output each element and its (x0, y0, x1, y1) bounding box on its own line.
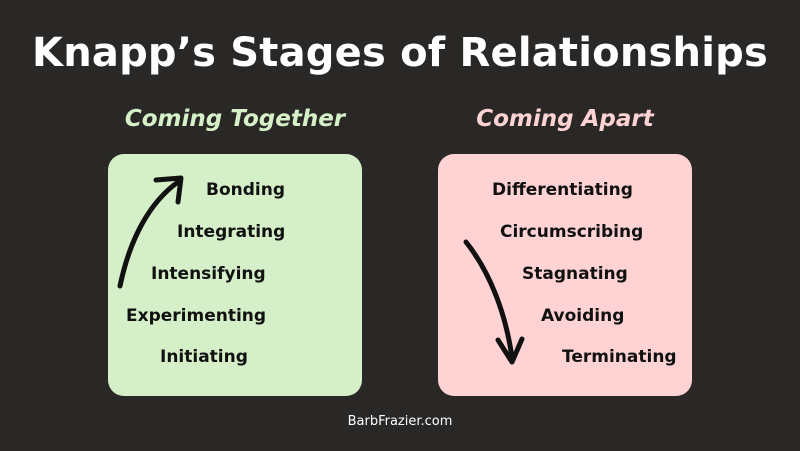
stage-differentiating: Differentiating (492, 180, 633, 200)
coming-apart-heading: Coming Apart (476, 106, 654, 132)
stage-terminating: Terminating (562, 347, 677, 367)
stage-circumscribing: Circumscribing (500, 222, 644, 242)
coming-together-box: Bonding Integrating Intensifying Experim… (108, 154, 362, 396)
footer-credit: BarbFrazier.com (347, 414, 453, 429)
stage-bonding: Bonding (206, 180, 286, 200)
coming-apart-box: Differentiating Circumscribing Stagnatin… (438, 154, 692, 396)
curved-up-arrow-icon (117, 175, 184, 289)
stage-initiating: Initiating (160, 347, 248, 367)
stage-integrating: Integrating (177, 222, 286, 242)
page-title: Knapp’s Stages of Relationships (32, 30, 768, 76)
coming-together-heading: Coming Together (124, 106, 346, 132)
stage-avoiding: Avoiding (541, 306, 625, 326)
stage-experimenting: Experimenting (126, 306, 267, 326)
stage-intensifying: Intensifying (151, 264, 266, 284)
stage-stagnating: Stagnating (522, 264, 628, 284)
curved-down-arrow-icon (463, 239, 525, 365)
